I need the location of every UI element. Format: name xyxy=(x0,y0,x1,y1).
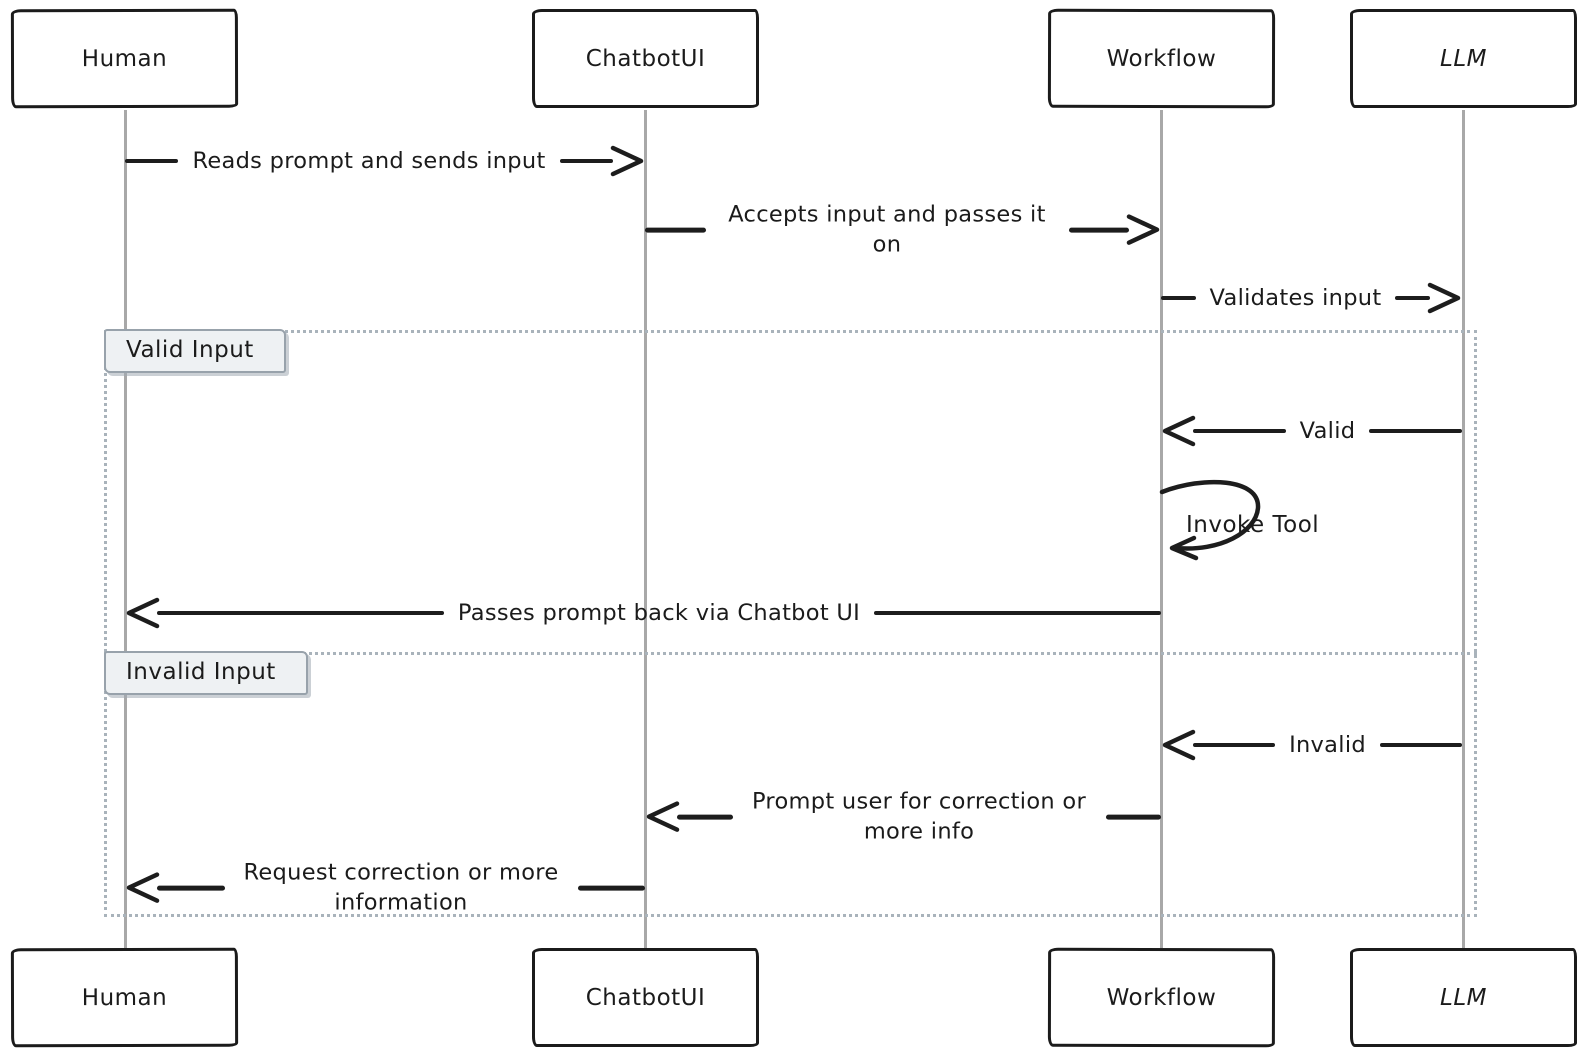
arrow-line xyxy=(1193,742,1276,748)
arrow-line xyxy=(157,885,225,891)
actor-box-llm-top: LLM xyxy=(1350,9,1577,108)
actor-box-workflow-bottom: Workflow xyxy=(1047,947,1276,1048)
message-label: Valid xyxy=(1299,417,1356,444)
actor-label: LLM xyxy=(1440,984,1487,1011)
actor-label: Human xyxy=(81,45,168,72)
actor-label: Workflow xyxy=(1106,984,1217,1011)
arrow-line xyxy=(1105,814,1161,820)
message-validates-input: Validates input xyxy=(1161,281,1462,315)
actor-label: LLM xyxy=(1440,45,1487,72)
message-request-correction: Request correction or more information xyxy=(125,858,645,919)
actor-box-chatbotui-top: ChatbotUI xyxy=(532,9,759,108)
actor-box-chatbotui-bottom: ChatbotUI xyxy=(532,948,759,1047)
lifeline-workflow xyxy=(1160,110,1163,948)
arrow-line xyxy=(874,610,1162,616)
actor-label: ChatbotUI xyxy=(585,984,706,1011)
arrow-line xyxy=(677,814,733,820)
arrowhead-right-icon xyxy=(1126,214,1160,246)
arrow-line xyxy=(1193,428,1286,434)
message-label: Request correction or more information xyxy=(243,859,559,916)
message-passes-prompt-back: Passes prompt back via Chatbot UI xyxy=(125,596,1162,630)
alt-frame xyxy=(104,330,1477,917)
arrowhead-left-icon xyxy=(646,801,680,833)
arrow-line xyxy=(1395,295,1431,301)
message-label: Invalid xyxy=(1289,731,1366,758)
actor-box-llm-bottom: LLM xyxy=(1350,948,1577,1047)
message-label: Passes prompt back via Chatbot UI xyxy=(457,599,861,626)
message-accepts-input: Accepts input and passes it on xyxy=(645,200,1161,261)
lifeline-llm xyxy=(1462,110,1465,948)
frame-label-invalid-input: Invalid Input xyxy=(104,651,308,695)
message-label: Prompt user for correction or more info xyxy=(751,788,1087,845)
message-reads-prompt: Reads prompt and sends input xyxy=(125,144,645,178)
self-loop-label: Invoke Tool xyxy=(1186,512,1320,538)
actor-box-human-bottom: Human xyxy=(10,947,239,1048)
actor-label: Workflow xyxy=(1106,45,1217,72)
alt-frame-divider xyxy=(104,652,1477,655)
arrowhead-left-icon xyxy=(126,872,160,904)
arrow-line xyxy=(577,885,645,891)
arrowhead-left-icon xyxy=(1162,415,1196,447)
arrow-line xyxy=(125,158,179,164)
arrow-line xyxy=(157,610,444,616)
message-invalid: Invalid xyxy=(1161,728,1463,762)
arrow-line xyxy=(1369,428,1462,434)
frame-label-valid-input: Valid Input xyxy=(104,329,286,373)
arrow-line xyxy=(645,227,706,233)
arrow-line xyxy=(1161,295,1196,301)
arrow-line xyxy=(1379,742,1463,748)
actor-box-workflow-top: Workflow xyxy=(1047,8,1276,109)
lifeline-human xyxy=(124,110,127,948)
arrow-line xyxy=(1068,227,1129,233)
self-loop-arrow xyxy=(1159,479,1261,561)
message-label: Reads prompt and sends input xyxy=(192,147,546,174)
message-label: Accepts input and passes it on xyxy=(728,201,1046,258)
message-prompt-correction: Prompt user for correction or more info xyxy=(645,787,1161,848)
actor-label: Human xyxy=(81,984,168,1011)
actor-label: ChatbotUI xyxy=(585,45,706,72)
arrow-line xyxy=(559,158,614,164)
arrowhead-right-icon xyxy=(610,145,644,177)
actor-box-human-top: Human xyxy=(10,8,239,109)
message-label: Validates input xyxy=(1209,284,1382,311)
arrowhead-left-icon xyxy=(126,597,160,629)
arrowhead-left-icon xyxy=(1162,729,1196,761)
lifeline-chatbotui xyxy=(644,110,647,948)
message-valid: Valid xyxy=(1161,414,1462,448)
arrowhead-right-icon xyxy=(1427,282,1461,314)
